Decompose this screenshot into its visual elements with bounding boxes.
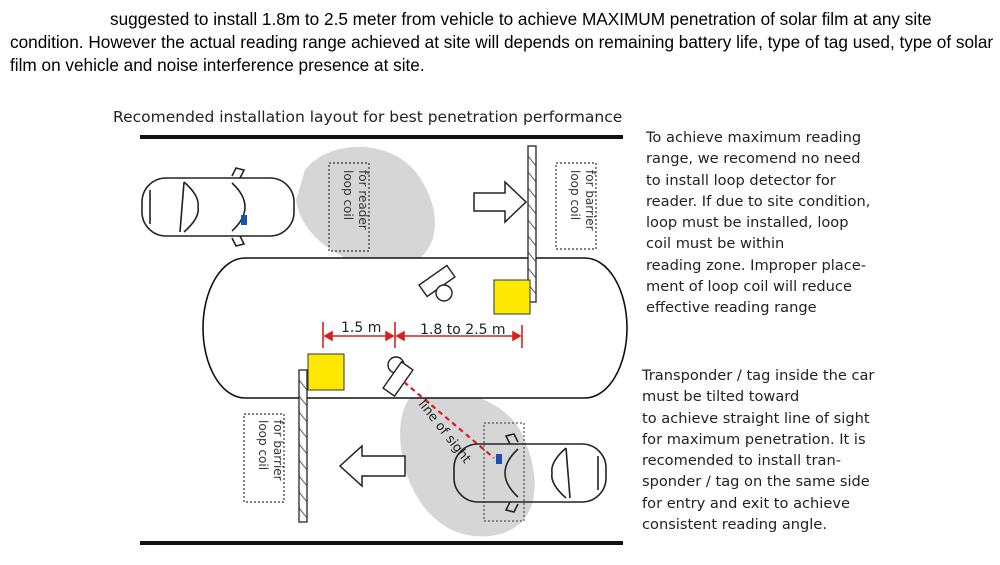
- loop-coil-reader-line2: for reader: [356, 170, 370, 230]
- car-top: [141, 167, 295, 247]
- reading-zone-bottom: [400, 391, 535, 537]
- note1-line: coil must be within: [646, 235, 785, 253]
- note1-line: ment of loop coil will reduce: [646, 278, 852, 296]
- note2-line: for entry and exit to achieve: [642, 494, 850, 512]
- note2-line: recomended to install tran-: [642, 452, 841, 470]
- barrier-top-hatch: [527, 155, 537, 295]
- loop-coil-barrier-top: [555, 162, 597, 250]
- barrier-bottom-hatch: [298, 379, 308, 519]
- note2-line: to achieve straight line of sight: [642, 409, 870, 427]
- loop-coil-reader: [328, 162, 370, 252]
- note2-line: for maximum penetration. It is: [642, 430, 866, 448]
- diagram-title: Recomended installation layout for best …: [113, 108, 622, 126]
- reading-zone-top: [296, 146, 435, 269]
- note1-line: reader. If due to site condition,: [646, 192, 871, 210]
- barrier-arm-bottom: [298, 369, 308, 523]
- top-road-edge: [140, 135, 623, 139]
- distance-short-label: 1.5 m: [341, 320, 381, 336]
- tag-top: [241, 215, 247, 225]
- intro-paragraph: suggested to install 1.8m to 2.5 meter f…: [10, 9, 994, 75]
- reader-device-top: [418, 264, 456, 302]
- note2-line: Transponder / tag inside the car: [642, 367, 875, 384]
- booth-top: [493, 279, 531, 315]
- bottom-road-edge: [140, 541, 623, 545]
- loop-coil-barrier-top-line1: loop coil: [568, 170, 582, 220]
- note2-line: consistent reading angle.: [642, 516, 827, 534]
- arrow-left: [338, 444, 406, 488]
- note2-line: must be tilted toward: [642, 388, 800, 406]
- line-of-sight: [403, 381, 495, 459]
- loop-coil-barrier-bottom-line1: loop coil: [256, 420, 270, 470]
- loop-coil-reader-line1: loop coil: [341, 170, 355, 220]
- barrier-arm-top: [527, 145, 537, 303]
- loop-coil-barrier-bottom-line2: for barrier: [271, 420, 285, 481]
- note1-line: reading zone. Improper place-: [646, 256, 866, 274]
- loop-coil-barrier-bottom: [243, 413, 285, 503]
- note1-line: loop must be installed, loop: [646, 214, 849, 232]
- reader-device-bottom: [382, 356, 414, 398]
- note1-line: to install loop detector for: [646, 171, 836, 189]
- note2-line: sponder / tag on the same side: [642, 473, 870, 491]
- side-note-transponder: Transponder / tag inside the car must be…: [642, 365, 874, 535]
- car-bottom: [453, 433, 607, 513]
- side-note-loop-detector: To achieve maximum reading range, we rec…: [646, 127, 870, 319]
- arrow-right: [473, 180, 528, 224]
- note1-line: range, we recomend no need: [646, 150, 861, 168]
- tag-bottom: [496, 454, 502, 464]
- island: [202, 257, 628, 399]
- booth-bottom: [307, 353, 345, 391]
- dimension-lines: [322, 322, 523, 348]
- note1-line: To achieve maximum reading: [646, 129, 862, 146]
- distance-long-label: 1.8 to 2.5 m: [420, 322, 506, 338]
- loop-coil-reader-bottom: [483, 422, 525, 522]
- note1-line: effective reading range: [646, 299, 817, 317]
- loop-coil-barrier-top-line2: for barrier: [583, 170, 597, 231]
